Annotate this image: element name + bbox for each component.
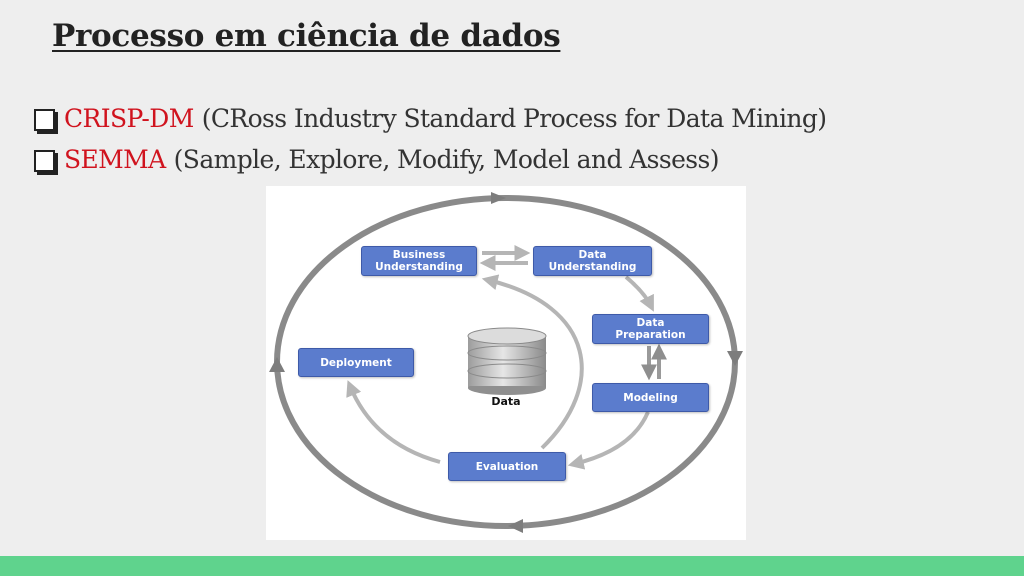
bullet-semma: SEMMA (Sample, Explore, Modify, Model an… xyxy=(34,139,826,180)
node-deployment: Deployment xyxy=(298,348,414,377)
node-label: Deployment xyxy=(320,356,392,369)
bullet-description: (Sample, Explore, Modify, Model and Asse… xyxy=(173,145,720,174)
node-label: Business Understanding xyxy=(375,249,463,273)
bullet-description: (CRoss Industry Standard Process for Dat… xyxy=(201,104,827,133)
cycle-arrow-right-icon xyxy=(727,351,743,366)
crisp-dm-diagram: Business Understanding Data Understandin… xyxy=(266,186,746,540)
node-label: Data Preparation xyxy=(615,317,686,341)
footer-accent-bar xyxy=(0,556,1024,576)
arrow-evaluation-to-business xyxy=(481,274,584,450)
node-data-understanding: Data Understanding xyxy=(533,246,652,276)
node-modeling: Modeling xyxy=(592,383,709,412)
diagram-arrows xyxy=(269,192,743,533)
node-evaluation: Evaluation xyxy=(448,452,566,481)
node-label: Evaluation xyxy=(475,460,539,473)
cycle-arrow-bottom-icon xyxy=(508,519,523,533)
arrow-modeling-to-evaluation xyxy=(567,411,650,470)
cycle-arrow-top-icon xyxy=(491,192,506,204)
arrow-evaluation-to-deployment xyxy=(346,380,441,464)
data-label: Data xyxy=(491,395,521,408)
checkbox-bullet-icon xyxy=(34,108,55,131)
node-data-preparation: Data Preparation xyxy=(592,314,709,344)
slide-title: Processo em ciência de dados xyxy=(52,18,561,54)
bullet-list: CRISP-DM (CRoss Industry Standard Proces… xyxy=(34,98,827,180)
node-business-understanding: Business Understanding xyxy=(361,246,477,276)
database-icon xyxy=(467,327,547,395)
bullet-acronym: SEMMA xyxy=(64,145,166,174)
node-label: Data Understanding xyxy=(548,249,637,273)
bullet-crisp-dm: CRISP-DM (CRoss Industry Standard Proces… xyxy=(34,98,827,139)
cycle-arrow-left-icon xyxy=(269,357,285,372)
arrow-understanding-to-preparation xyxy=(624,275,654,312)
bullet-acronym: CRISP-DM xyxy=(64,104,194,133)
checkbox-bullet-icon xyxy=(34,149,55,172)
node-label: Modeling xyxy=(623,391,678,404)
